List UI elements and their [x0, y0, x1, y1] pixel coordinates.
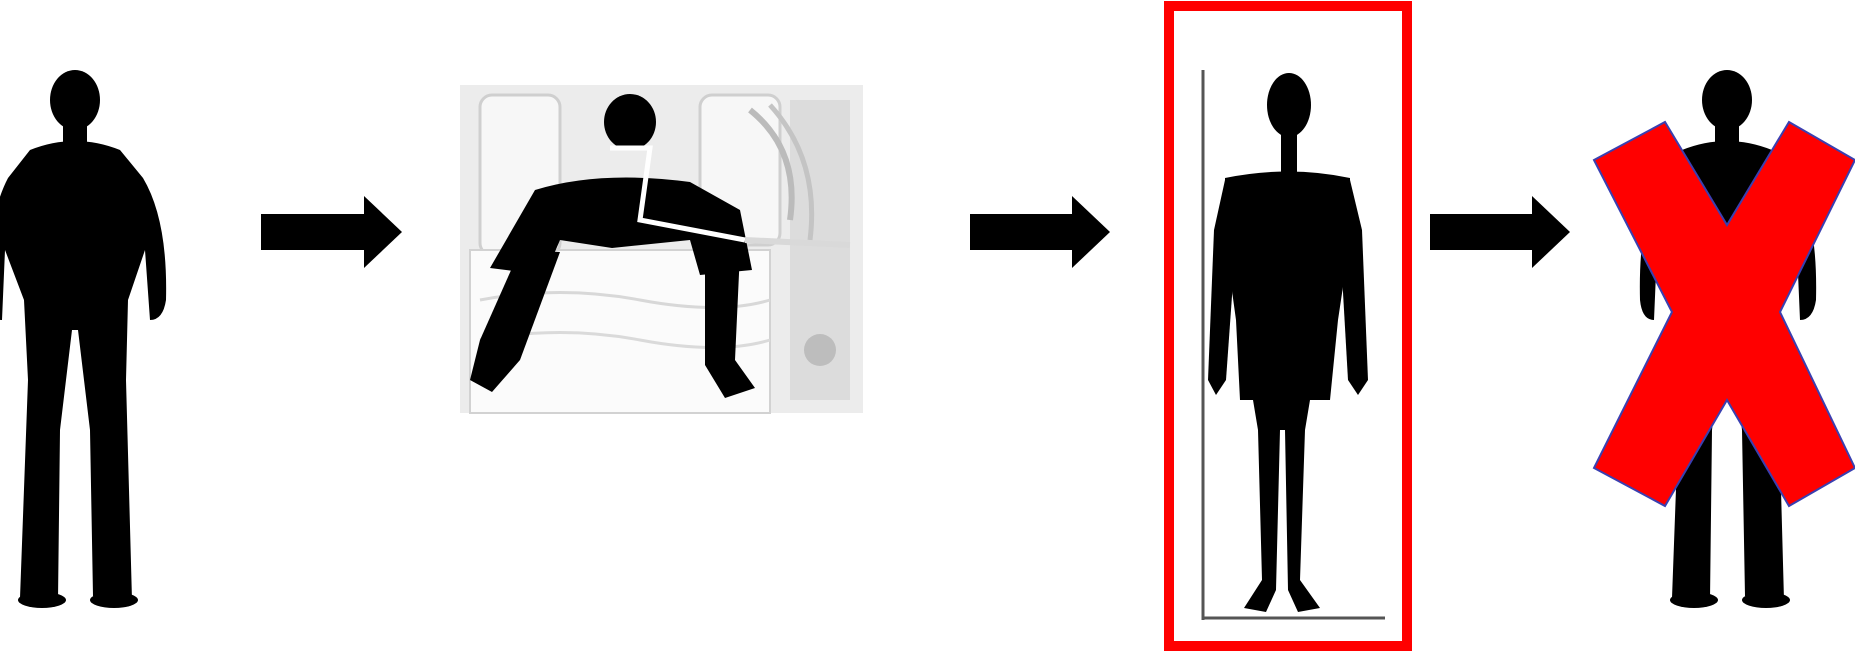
icu-bed-patient-photo	[460, 85, 863, 413]
standing-person-silhouette-icon	[0, 70, 166, 608]
right-arrow-icon	[1430, 196, 1570, 268]
emaciated-person-silhouette-icon	[1203, 70, 1385, 620]
right-arrow-icon	[261, 196, 402, 268]
standing-person-crossed-out-icon	[1594, 70, 1855, 608]
right-arrow-icon	[970, 196, 1110, 268]
